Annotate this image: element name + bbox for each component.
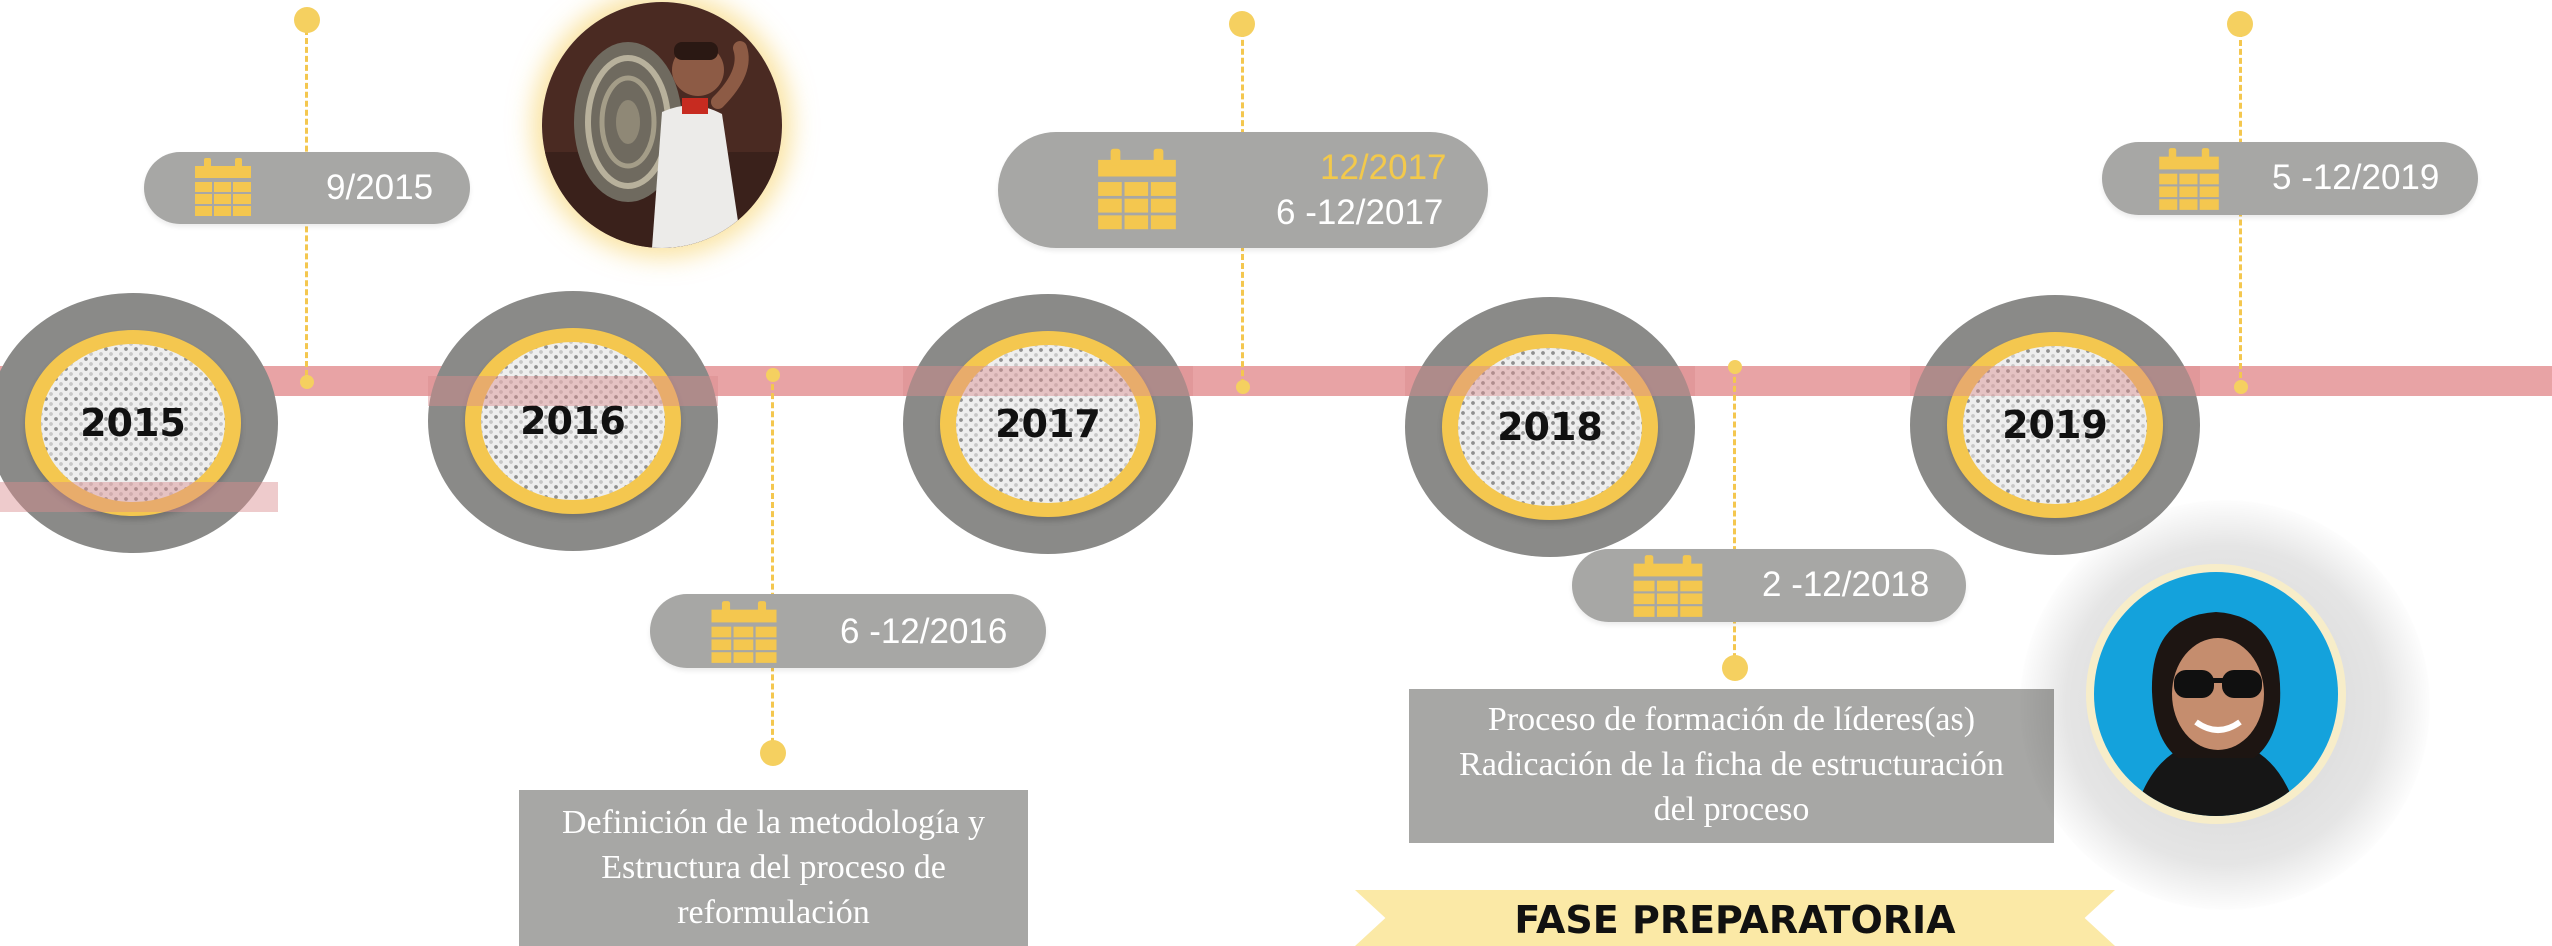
date-pill-2017: 12/2017 6 -12/2017 <box>998 132 1488 248</box>
year-label: 2016 <box>520 399 626 443</box>
date-label: 9/2015 <box>326 168 434 207</box>
connector-dot <box>2234 380 2248 394</box>
calendar-icon <box>2159 148 2219 210</box>
calendar-icon <box>195 158 251 216</box>
calendar-icon <box>711 601 777 663</box>
connector-dot <box>1728 360 1742 374</box>
description-line: del proceso <box>1653 791 1810 828</box>
phase-banner-label: FASE PREPARATORIA <box>1514 898 1956 942</box>
photo-woman-image <box>2094 572 2338 816</box>
year-node-2016: 2016 <box>428 291 718 551</box>
connector-2018 <box>1733 368 1736 668</box>
year-node-2019: 2019 <box>1910 295 2200 555</box>
date-label: 6 -12/2017 <box>1276 193 1444 232</box>
connector-dot <box>760 740 786 766</box>
connector-dot <box>300 375 314 389</box>
description-line: Proceso de formación de líderes(as) <box>1487 701 1976 738</box>
description-line: Estructura del proceso de <box>601 849 946 886</box>
year-node-2017: 2017 <box>903 294 1193 554</box>
connector-dot <box>294 7 320 33</box>
date-label-highlight: 12/2017 <box>1320 148 1447 187</box>
description-line: Radicación de la ficha de estructuración <box>1459 746 2004 783</box>
connector-dot <box>1229 11 1255 37</box>
connector-dot <box>2227 11 2253 37</box>
date-pill-2018: 2 -12/2018 <box>1572 549 1966 622</box>
description-line: Definición de la metodología y <box>562 804 985 841</box>
phase-banner: FASE PREPARATORIA <box>1355 890 2115 946</box>
year-label: 2015 <box>80 401 186 445</box>
date-pill-2019: 5 -12/2019 <box>2102 142 2478 215</box>
year-label: 2018 <box>1497 405 1603 449</box>
description-line: reformulación <box>677 894 870 931</box>
year-label: 2019 <box>2002 403 2108 447</box>
photo-woman <box>2094 572 2338 816</box>
date-label: 2 -12/2018 <box>1762 565 1930 604</box>
photo-artisan-image <box>542 2 782 248</box>
connector-dot <box>1722 655 1748 681</box>
date-label: 5 -12/2019 <box>2272 158 2440 197</box>
calendar-icon <box>1098 148 1176 230</box>
photo-artisan <box>542 2 782 248</box>
date-pill-2016: 6 -12/2016 <box>650 594 1046 668</box>
description-2018: Proceso de formación de líderes(as) Radi… <box>1409 689 2054 843</box>
connector-dot <box>766 368 780 382</box>
connector-dot <box>1236 380 1250 394</box>
connector-2016 <box>771 375 774 753</box>
year-node-2015: 2015 <box>0 293 278 553</box>
year-node-2018: 2018 <box>1405 297 1695 557</box>
date-label: 6 -12/2016 <box>840 612 1008 651</box>
description-2016: Definición de la metodología y Estructur… <box>519 790 1028 946</box>
date-pill-2015: 9/2015 <box>144 152 470 224</box>
calendar-icon <box>1633 555 1703 617</box>
year-label: 2017 <box>995 402 1101 446</box>
